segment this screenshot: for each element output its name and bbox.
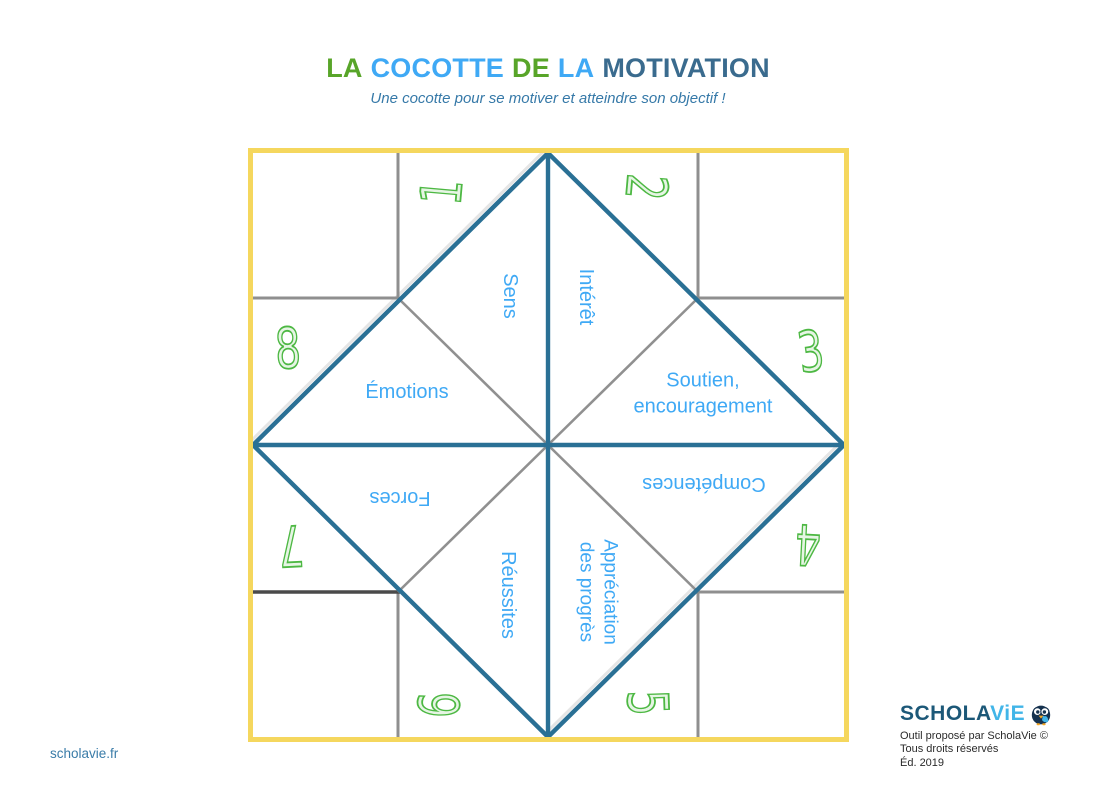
label-sens: Sens bbox=[498, 273, 521, 319]
flap-number-8: 8 bbox=[273, 316, 304, 384]
title-part: DE bbox=[512, 53, 550, 83]
label-appreciation-line2: des progrès bbox=[575, 541, 596, 643]
label-emotions: Émotions bbox=[365, 381, 449, 404]
brand-logo-text: SCHOLAViE bbox=[900, 702, 1025, 726]
fold-diagonal-tl bbox=[397, 297, 549, 446]
title-part: MOTIVATION bbox=[602, 53, 770, 83]
label-soutien: Soutien, encouragement bbox=[634, 368, 773, 419]
title-part: LA bbox=[326, 53, 363, 83]
label-forces: Forces bbox=[369, 486, 431, 509]
website-url: scholavie.fr bbox=[50, 746, 119, 761]
bird-mascot-icon bbox=[1031, 705, 1051, 726]
brand-block: SCHOLAViE Outil proposé par ScholaVie © … bbox=[900, 702, 1096, 770]
cocotte-template: Sens Intérêt Émotions Soutien, encouragem… bbox=[248, 148, 849, 742]
flap-number-1: 1 bbox=[408, 176, 477, 209]
label-soutien-line2: encouragement bbox=[633, 395, 773, 417]
fold-diagonal-bl bbox=[397, 444, 549, 593]
title-part: LA bbox=[557, 53, 595, 83]
fold-corner-top-right bbox=[696, 153, 844, 300]
label-appreciation-line1: Appréciation bbox=[599, 539, 621, 645]
label-competences: Compétences bbox=[642, 472, 766, 495]
flap-number-5: 5 bbox=[613, 688, 680, 717]
label-reussites: Réussites bbox=[496, 551, 519, 639]
flap-number-4: 4 bbox=[793, 510, 824, 578]
brand-logo-part1: SCHOLA bbox=[900, 702, 991, 725]
fold-corner-top-left bbox=[253, 153, 400, 300]
page-subtitle: Une cocotte pour se motiver et atteindre… bbox=[370, 90, 726, 108]
fold-diamond bbox=[253, 153, 844, 737]
title-part: COCOTTE bbox=[370, 53, 504, 83]
fold-diagonal-br bbox=[547, 444, 699, 593]
flap-number-2: 2 bbox=[611, 171, 680, 204]
brand-logo-part2: ViE bbox=[990, 702, 1026, 725]
fold-lines-canvas: Sens Intérêt Émotions Soutien, encouragem… bbox=[253, 153, 844, 737]
credit-line: Tous droits réservés bbox=[900, 743, 999, 756]
fold-diagonal-tr bbox=[547, 297, 699, 446]
label-soutien-line1: Soutien, bbox=[666, 369, 740, 392]
flap-number-7: 7 bbox=[276, 511, 307, 579]
flap-number-6: 6 bbox=[407, 690, 474, 719]
label-interet: Intérêt bbox=[574, 268, 597, 326]
fold-lines bbox=[253, 153, 844, 737]
credit-line: Éd. 2019 bbox=[900, 756, 945, 769]
credit-line: Outil proposé par ScholaVie © bbox=[900, 730, 1048, 742]
credits: Outil proposé par ScholaVie © Tous droit… bbox=[900, 730, 1096, 770]
fold-corner-bottom-right bbox=[696, 590, 844, 737]
